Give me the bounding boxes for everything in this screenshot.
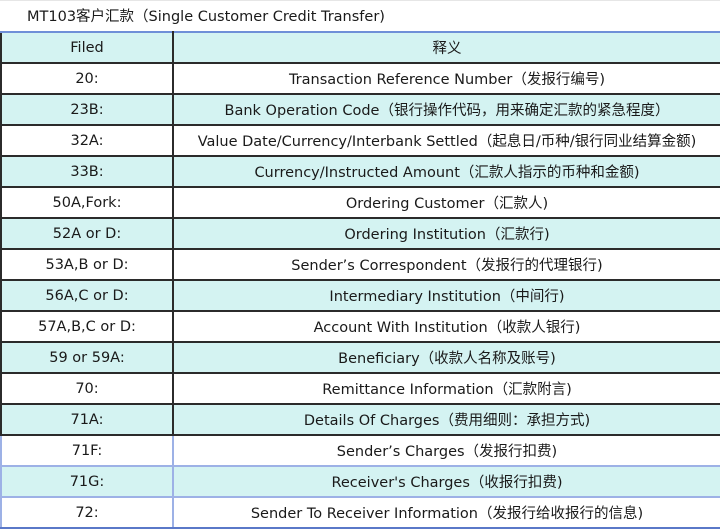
table-row: 32A: Value Date/Currency/Interbank Settl… [0,124,720,157]
meaning-cell: Beneficiary（收款人名称及账号) [172,341,720,374]
meaning-cell: Sender To Receiver Information（发报行给收报行的信… [172,496,720,529]
meaning-cell: Currency/Instructed Amount（汇款人指示的币种和金额) [172,155,720,188]
table-row: 57A,B,C or D: Account With Institution（收… [0,310,720,343]
meaning-cell: Ordering Customer（汇款人) [172,186,720,219]
table-row: 72: Sender To Receiver Information（发报行给收… [0,496,720,529]
field-cell: 53A,B or D: [0,248,174,281]
meaning-cell: Account With Institution（收款人银行) [172,310,720,343]
column-header-meaning: 释义 [172,31,720,64]
meaning-cell: Transaction Reference Number（发报行编号) [172,62,720,95]
meaning-cell: Sender’s Correspondent（发报行的代理银行) [172,248,720,281]
table-row: 70: Remittance Information（汇款附言) [0,372,720,405]
meaning-cell: Sender’s Charges（发报行扣费) [172,434,720,467]
meaning-cell: Intermediary Institution（中间行) [172,279,720,312]
table-row: 71F: Sender’s Charges（发报行扣费) [0,434,720,467]
table-row: 56A,C or D: Intermediary Institution（中间行… [0,279,720,312]
meaning-cell: Details Of Charges（费用细则：承担方式) [172,403,720,436]
table-header-row: Filed 释义 [0,31,720,64]
field-cell: 23B: [0,93,174,126]
page-title: MT103客户汇款（Single Customer Credit Transfe… [0,0,720,31]
column-header-field: Filed [0,31,174,64]
field-cell: 72: [0,496,174,529]
table-row: 50A,Fork: Ordering Customer（汇款人) [0,186,720,219]
table-row: 53A,B or D: Sender’s Correspondent（发报行的代… [0,248,720,281]
table-row: 23B: Bank Operation Code（银行操作代码，用来确定汇款的紧… [0,93,720,126]
table-row: 59 or 59A: Beneficiary（收款人名称及账号) [0,341,720,374]
field-cell: 56A,C or D: [0,279,174,312]
table-row: 20: Transaction Reference Number（发报行编号) [0,62,720,95]
field-cell: 33B: [0,155,174,188]
field-cell: 52A or D: [0,217,174,250]
table-row: 71A: Details Of Charges（费用细则：承担方式) [0,403,720,436]
meaning-cell: Value Date/Currency/Interbank Settled（起息… [172,124,720,157]
meaning-cell: Receiver's Charges（收报行扣费) [172,465,720,498]
table-row: 71G: Receiver's Charges（收报行扣费) [0,465,720,498]
meaning-cell: Bank Operation Code（银行操作代码，用来确定汇款的紧急程度） [172,93,720,126]
table-row: 33B: Currency/Instructed Amount（汇款人指示的币种… [0,155,720,188]
field-cell: 50A,Fork: [0,186,174,219]
field-cell: 70: [0,372,174,405]
field-cell: 20: [0,62,174,95]
field-cell: 32A: [0,124,174,157]
field-cell: 71G: [0,465,174,498]
mt103-field-table: Filed 释义 20: Transaction Reference Numbe… [0,31,720,529]
field-cell: 57A,B,C or D: [0,310,174,343]
field-cell: 71A: [0,403,174,436]
meaning-cell: Ordering Institution（汇款行) [172,217,720,250]
meaning-cell: Remittance Information（汇款附言) [172,372,720,405]
field-cell: 71F: [0,434,174,467]
table-row: 52A or D: Ordering Institution（汇款行) [0,217,720,250]
field-cell: 59 or 59A: [0,341,174,374]
